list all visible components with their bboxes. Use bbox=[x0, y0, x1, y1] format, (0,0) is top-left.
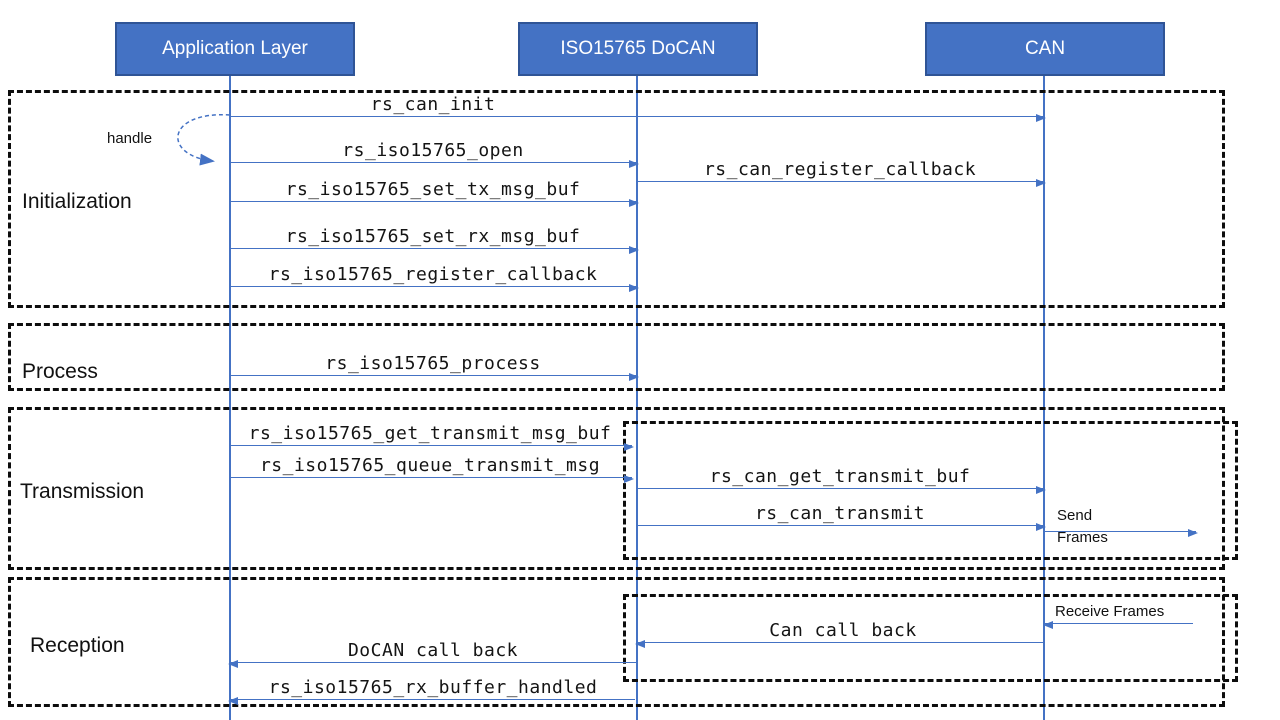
self-return-arrow-icon bbox=[177, 114, 231, 166]
receive-frames-label: Receive Frames bbox=[1055, 603, 1165, 620]
actor-iso15765-docan: ISO15765 DoCAN bbox=[518, 22, 758, 76]
message-label: rs_iso15765_set_rx_msg_buf bbox=[285, 226, 581, 247]
message-label: rs_iso15765_queue_transmit_msg bbox=[259, 455, 601, 476]
actor-label: Application Layer bbox=[162, 38, 308, 59]
message-rs-iso15765-register-callback: rs_iso15765_register_callback bbox=[230, 264, 639, 292]
message-label: rs_iso15765_rx_buffer_handled bbox=[268, 677, 598, 698]
message-receive-frames-arrow bbox=[1043, 601, 1193, 629]
message-label: rs_iso15765_set_tx_msg_buf bbox=[285, 179, 581, 200]
frame-reception-inner bbox=[623, 594, 1238, 682]
actor-can: CAN bbox=[925, 22, 1165, 76]
message-rs-iso15765-process: rs_iso15765_process bbox=[230, 353, 639, 381]
message-label: DoCAN call back bbox=[347, 640, 519, 661]
message-docan-call-back: DoCAN call back bbox=[228, 640, 637, 668]
section-label-initialization: Initialization bbox=[22, 190, 132, 213]
message-rs-iso15765-set-tx-msg-buf: rs_iso15765_set_tx_msg_buf bbox=[230, 179, 639, 207]
frame-process bbox=[8, 323, 1225, 391]
message-rs-iso15765-queue-transmit-msg: rs_iso15765_queue_transmit_msg bbox=[230, 455, 634, 483]
lifeline-iso15765-docan bbox=[636, 76, 638, 720]
message-label: rs_can_register_callback bbox=[703, 159, 977, 180]
send-frames-label: Send Frames bbox=[1057, 507, 1108, 546]
section-label-reception: Reception bbox=[30, 634, 125, 657]
message-label: rs_can_init bbox=[370, 94, 496, 115]
message-rs-can-register-callback: rs_can_register_callback bbox=[637, 159, 1046, 187]
section-label-transmission: Transmission bbox=[20, 480, 145, 503]
section-label-process: Process bbox=[22, 360, 98, 383]
message-rs-can-get-transmit-buf: rs_can_get_transmit_buf bbox=[637, 466, 1046, 494]
message-label: Can call back bbox=[769, 620, 917, 641]
frame-initialization bbox=[8, 90, 1225, 308]
message-rs-can-transmit: rs_can_transmit bbox=[637, 503, 1046, 531]
actor-label: CAN bbox=[1024, 38, 1066, 59]
message-send-frames-arrow bbox=[1043, 509, 1198, 537]
message-can-call-back: Can call back bbox=[635, 620, 1044, 648]
frame-transmission bbox=[8, 407, 1225, 570]
message-rs-iso15765-get-transmit-msg-buf: rs_iso15765_get_transmit_msg_buf bbox=[230, 423, 634, 451]
message-label: rs_can_get_transmit_buf bbox=[709, 466, 971, 487]
handle-return-label: handle bbox=[107, 130, 153, 147]
message-rs-iso15765-set-rx-msg-buf: rs_iso15765_set_rx_msg_buf bbox=[230, 226, 639, 254]
message-label: rs_iso15765_get_transmit_msg_buf bbox=[248, 423, 612, 444]
message-label: rs_can_transmit bbox=[754, 503, 926, 524]
actor-application-layer: Application Layer bbox=[115, 22, 355, 76]
message-rs-iso15765-open: rs_iso15765_open bbox=[230, 140, 639, 168]
frame-transmission-inner bbox=[623, 421, 1238, 560]
lifeline-can bbox=[1043, 76, 1045, 720]
message-rs-can-init: rs_can_init bbox=[230, 94, 1046, 122]
frame-reception bbox=[8, 577, 1225, 707]
message-label: rs_iso15765_process bbox=[325, 353, 541, 374]
message-label: rs_iso15765_open bbox=[342, 140, 524, 161]
lifeline-application-layer bbox=[229, 76, 231, 720]
actor-label: ISO15765 DoCAN bbox=[560, 38, 716, 59]
message-rs-iso15765-rx-buffer-handled: rs_iso15765_rx_buffer_handled bbox=[228, 677, 635, 705]
message-label: rs_iso15765_register_callback bbox=[268, 264, 598, 285]
